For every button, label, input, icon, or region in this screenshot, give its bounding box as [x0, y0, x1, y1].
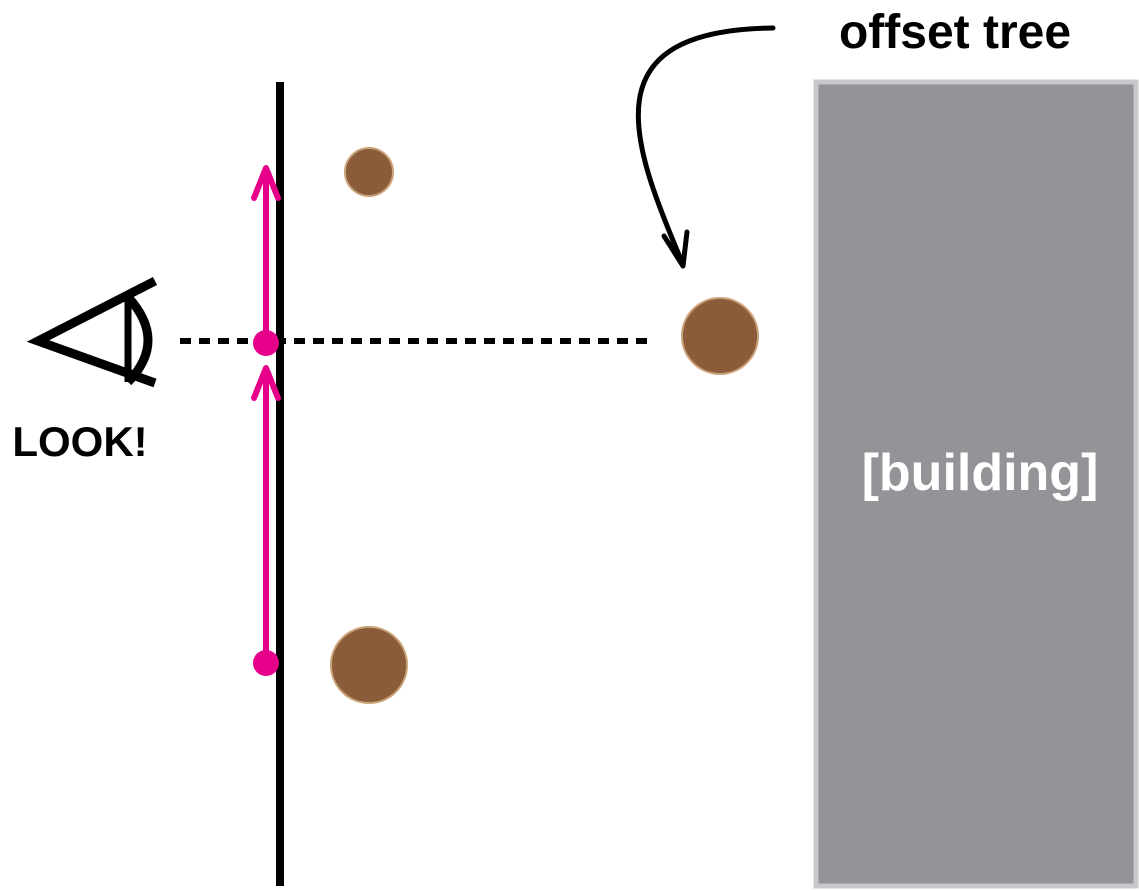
walk-arrow-upper-head — [251, 165, 281, 201]
curved-arrow-icon — [635, 25, 776, 269]
walk-arrows — [251, 165, 281, 663]
tree-offset — [681, 297, 759, 375]
building-rect — [813, 79, 1139, 889]
offset-tree-label: offset tree — [839, 6, 1071, 59]
tree-small — [344, 147, 394, 197]
look-label: LOOK! — [12, 418, 147, 465]
eye-icon — [26, 276, 158, 388]
walk-position-current — [253, 330, 279, 356]
building: [building] — [813, 79, 1139, 889]
walk-position-start — [253, 650, 279, 676]
walk-arrow-lower-head — [251, 365, 281, 401]
tree-lower — [330, 626, 408, 704]
building-label: [building] — [862, 444, 1099, 502]
